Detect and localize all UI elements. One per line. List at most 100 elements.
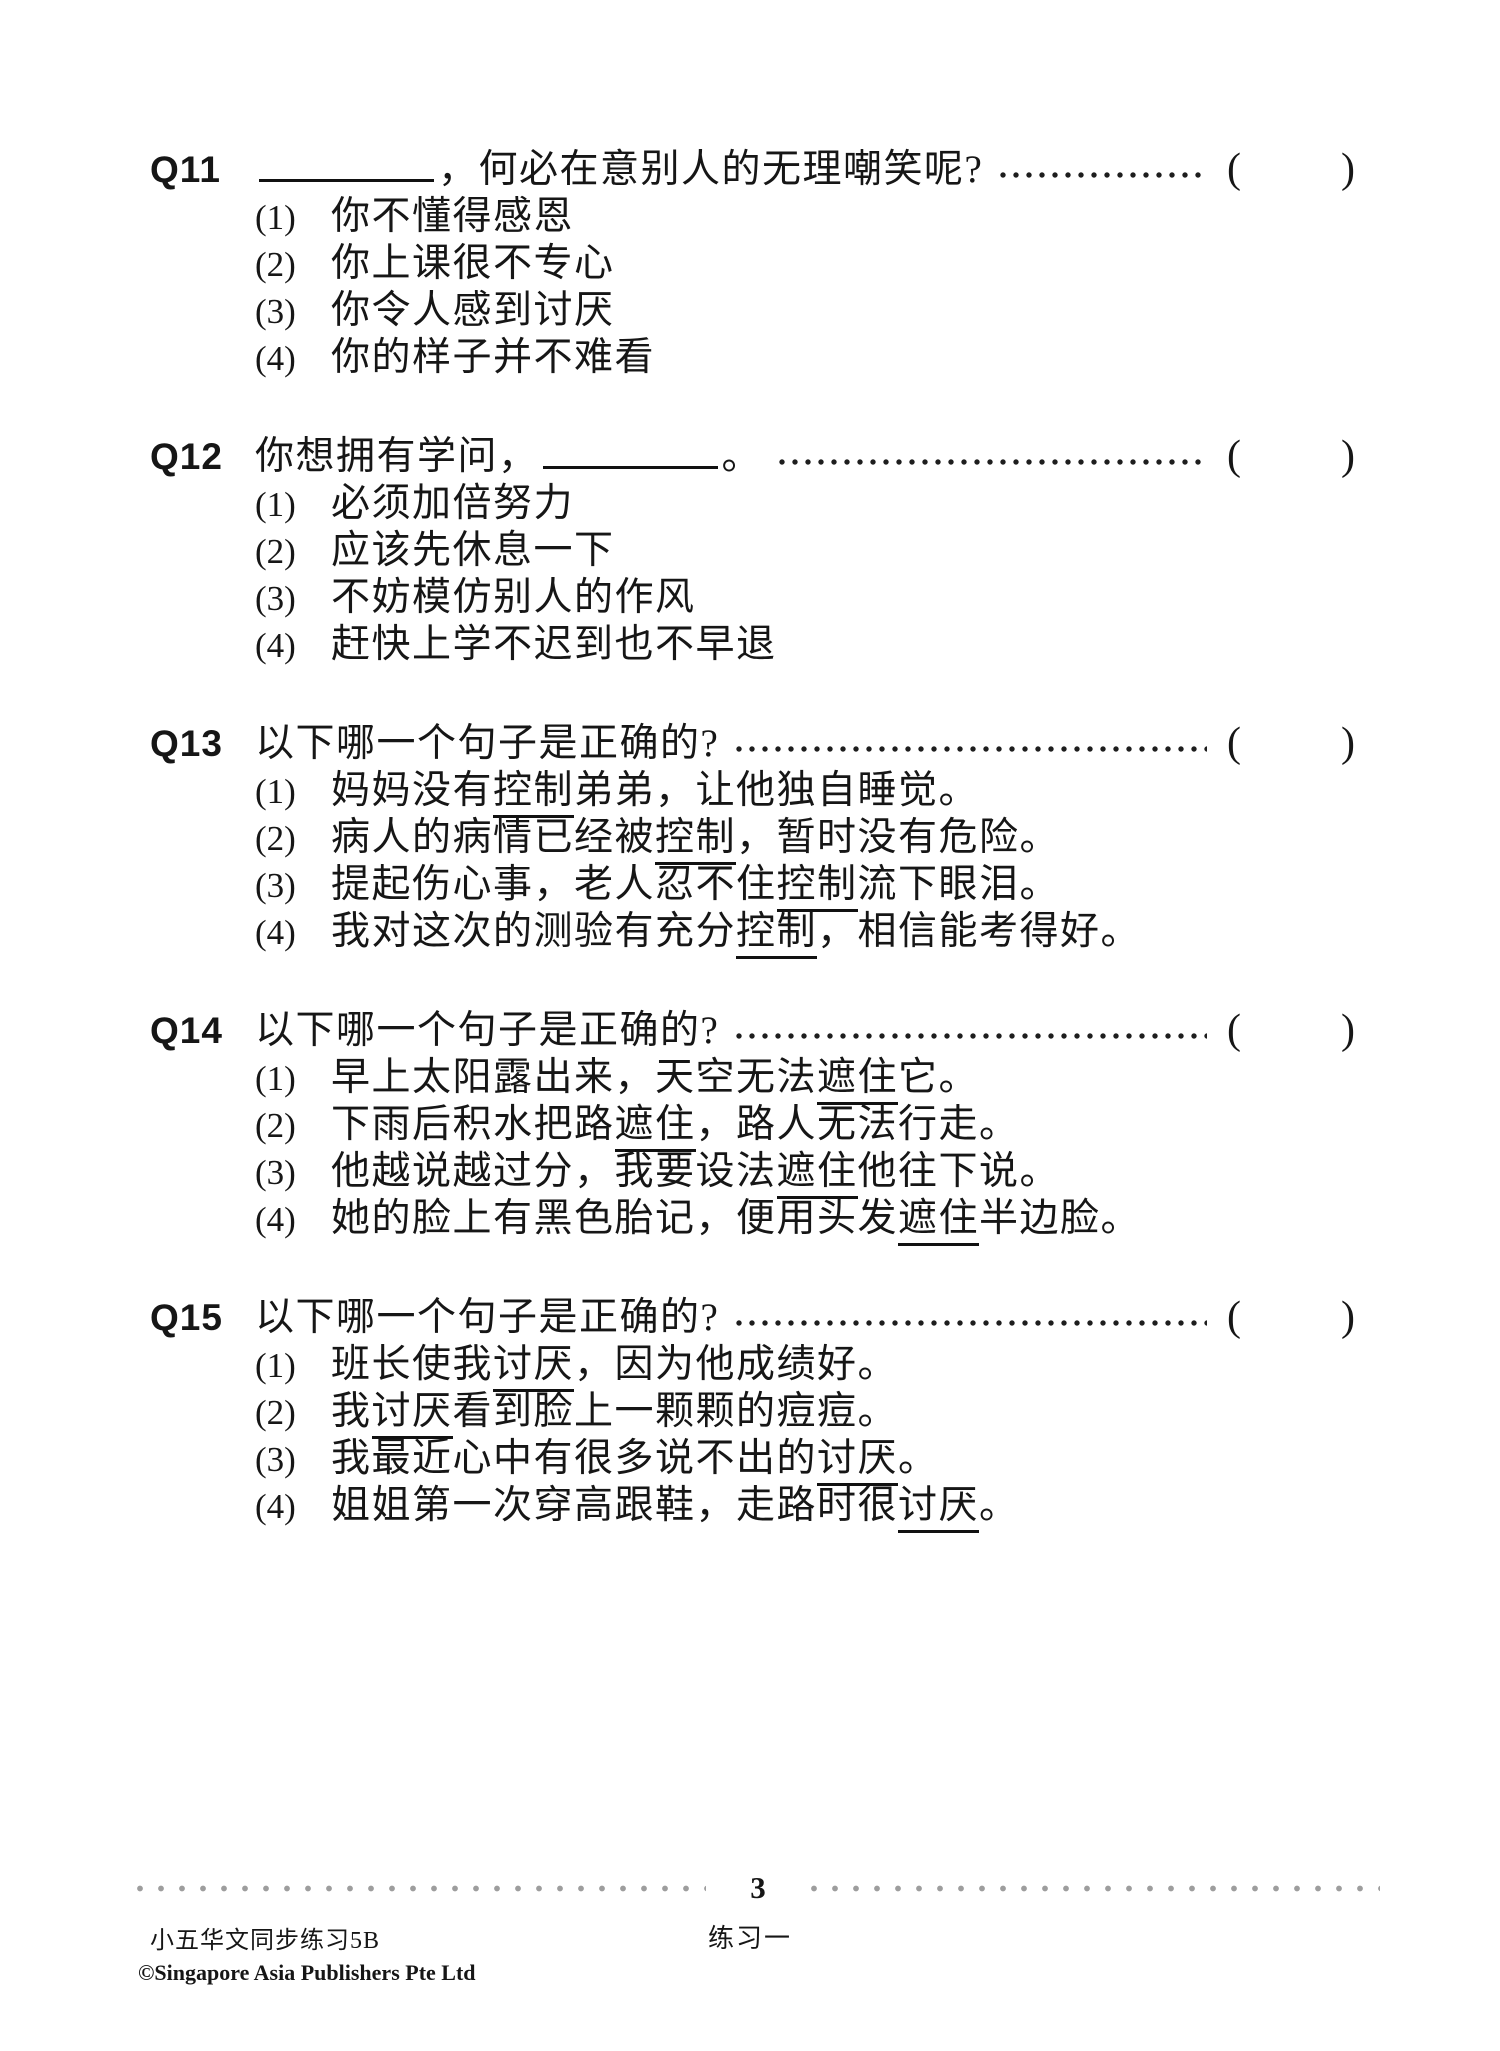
option-number: (4)	[255, 913, 296, 952]
answer-brackets: ()	[1227, 1007, 1355, 1054]
option-row: (4) 姐姐第一次穿高跟鞋，走路时很讨厌。	[255, 1482, 1355, 1533]
question-stem-row: Q11 ，何必在意别人的无理嘲笑呢? ()	[150, 146, 1355, 193]
option-number: (2)	[255, 245, 296, 284]
option-text-pre: 姐姐第一次穿高跟鞋，走路时很	[331, 1484, 899, 1527]
option-text-post: 。	[979, 1484, 1020, 1527]
option-number: (1)	[255, 485, 296, 524]
option-text: 应该先休息一下	[331, 527, 615, 574]
option-row: (4) 她的脸上有黑色胎记，便用头发遮住半边脸。	[255, 1195, 1355, 1246]
question-q12: Q12 你想拥有学问，。 () (1) 必须加倍努力 (2) 应该先休息一下 (…	[150, 433, 1355, 668]
option-row: (3) 不妨模仿别人的作风	[255, 574, 1355, 621]
question-q15: Q15 以下哪一个句子是正确的? () (1) 班长使我讨厌，因为他成绩好。 (…	[150, 1294, 1355, 1533]
option-text: 提起伤心事，老人忍不住控制流下眼泪。	[331, 861, 1060, 912]
option-row: (1) 妈妈没有控制弟弟，让他独自睡觉。	[255, 767, 1355, 818]
question-stem: ，何必在意别人的无理嘲笑呢?	[255, 146, 983, 193]
option-underlined-word: 讨厌	[493, 1343, 575, 1392]
footer-title-row: 小五华文同步练习5B 练习一	[0, 1918, 1500, 1954]
question-stem: 以下哪一个句子是正确的?	[255, 1294, 719, 1341]
dotted-leader	[999, 170, 1207, 179]
option-number: (1)	[255, 198, 296, 237]
question-stem: 你想拥有学问，。	[255, 433, 762, 480]
question-label: Q11	[150, 149, 221, 190]
fill-in-blank	[259, 149, 434, 182]
option-underlined-word: 控制	[776, 863, 858, 912]
question-q14: Q14 以下哪一个句子是正确的? () (1) 早上太阳露出来，天空无法遮住它。…	[150, 1007, 1355, 1246]
option-list: (1) 你不懂得感恩 (2) 你上课很不专心 (3) 你令人感到讨厌 (4) 你…	[255, 193, 1355, 381]
question-label: Q15	[150, 1297, 223, 1338]
question-label: Q14	[150, 1010, 223, 1051]
open-bracket: (	[1227, 1294, 1241, 1340]
footer-copyright: ©Singapore Asia Publishers Pte Ltd	[138, 1960, 476, 1985]
option-number: (3)	[255, 866, 296, 905]
option-text-pre: 必须加倍努力	[331, 482, 575, 525]
stem-text-pre: 以下哪一个句子是正确的?	[255, 1009, 720, 1052]
option-underlined-word: 讨厌	[898, 1484, 980, 1533]
dotted-leader	[735, 744, 1207, 753]
option-row: (1) 班长使我讨厌，因为他成绩好。	[255, 1341, 1355, 1392]
option-text-post: ，暂时没有危险。	[736, 816, 1061, 859]
option-text-post: 。	[898, 1437, 939, 1480]
footer-dots-left	[136, 1883, 707, 1893]
close-bracket: )	[1341, 433, 1355, 479]
option-number: (4)	[255, 339, 296, 378]
option-number: (2)	[255, 532, 296, 571]
dotted-leader	[778, 457, 1207, 466]
answer-brackets: ()	[1227, 720, 1355, 767]
option-text: 赶快上学不迟到也不早退	[331, 621, 777, 668]
option-list: (1) 班长使我讨厌，因为他成绩好。 (2) 我讨厌看到脸上一颗颗的痘痘。 (3…	[255, 1341, 1355, 1533]
page-number: 3	[750, 1870, 766, 1905]
option-text: 你不懂得感恩	[331, 193, 574, 240]
option-row: (4) 赶快上学不迟到也不早退	[255, 621, 1355, 668]
option-row: (1) 必须加倍努力	[255, 480, 1355, 527]
option-text: 不妨模仿别人的作风	[331, 574, 696, 621]
answer-brackets: ()	[1227, 433, 1355, 480]
option-text-post: 它。	[898, 1056, 980, 1099]
option-number: (1)	[255, 1346, 296, 1385]
option-list: (1) 妈妈没有控制弟弟，让他独自睡觉。 (2) 病人的病情已经被控制，暂时没有…	[255, 767, 1355, 959]
option-row: (1) 你不懂得感恩	[255, 193, 1355, 240]
option-row: (2) 你上课很不专心	[255, 240, 1355, 287]
option-text: 你令人感到讨厌	[331, 287, 615, 334]
option-row: (1) 早上太阳露出来，天空无法遮住它。	[255, 1054, 1355, 1105]
option-text-pre: 下雨后积水把路	[331, 1103, 615, 1146]
option-number: (3)	[255, 579, 296, 618]
option-text-pre: 她的脸上有黑色胎记，便用头发	[331, 1197, 899, 1240]
option-number: (4)	[255, 1487, 296, 1526]
question-stem-row: Q12 你想拥有学问，。 ()	[150, 433, 1355, 480]
option-underlined-word: 控制	[736, 910, 818, 959]
option-text-pre: 我最近心中有很多说不出的	[331, 1437, 818, 1480]
question-stem: 以下哪一个句子是正确的?	[255, 720, 719, 767]
option-row: (3) 提起伤心事，老人忍不住控制流下眼泪。	[255, 861, 1355, 912]
option-text: 妈妈没有控制弟弟，让他独自睡觉。	[331, 767, 979, 818]
option-text: 姐姐第一次穿高跟鞋，走路时很讨厌。	[331, 1482, 1020, 1533]
open-bracket: (	[1227, 1007, 1241, 1053]
question-label: Q13	[150, 723, 223, 764]
option-text: 下雨后积水把路遮住，路人无法行走。	[331, 1101, 1020, 1152]
option-text: 班长使我讨厌，因为他成绩好。	[331, 1341, 898, 1392]
question-label: Q12	[150, 436, 223, 477]
stem-text-post: 。	[721, 435, 763, 478]
option-number: (3)	[255, 1440, 296, 1479]
option-row: (3) 我最近心中有很多说不出的讨厌。	[255, 1435, 1355, 1486]
stem-text-pre: 以下哪一个句子是正确的?	[255, 1296, 720, 1339]
answer-brackets: ()	[1227, 146, 1355, 193]
option-text-pre: 早上太阳露出来，天空无法	[331, 1056, 818, 1099]
option-text: 我最近心中有很多说不出的讨厌。	[331, 1435, 939, 1486]
option-text-pre: 应该先休息一下	[331, 529, 615, 572]
question-stem-row: Q15 以下哪一个句子是正确的? ()	[150, 1294, 1355, 1341]
open-bracket: (	[1227, 146, 1241, 192]
option-underlined-word: 遮住	[898, 1197, 980, 1246]
option-text-pre: 你的样子并不难看	[331, 336, 656, 379]
option-row: (2) 病人的病情已经被控制，暂时没有危险。	[255, 814, 1355, 865]
footer-book-title: 小五华文同步练习5B	[150, 1928, 381, 1954]
question-q13: Q13 以下哪一个句子是正确的? () (1) 妈妈没有控制弟弟，让他独自睡觉。…	[150, 720, 1355, 959]
option-row: (4) 我对这次的测验有充分控制，相信能考得好。	[255, 908, 1355, 959]
option-text: 早上太阳露出来，天空无法遮住它。	[331, 1054, 980, 1105]
option-text-post: 半边脸。	[979, 1197, 1142, 1240]
close-bracket: )	[1341, 720, 1355, 766]
dotted-leader	[735, 1318, 1207, 1327]
option-text-post: 看到脸上一颗颗的痘痘。	[452, 1390, 899, 1433]
option-number: (2)	[255, 819, 296, 858]
question-stem: 以下哪一个句子是正确的?	[255, 1007, 719, 1054]
stem-text-pre: 以下哪一个句子是正确的?	[255, 722, 720, 765]
